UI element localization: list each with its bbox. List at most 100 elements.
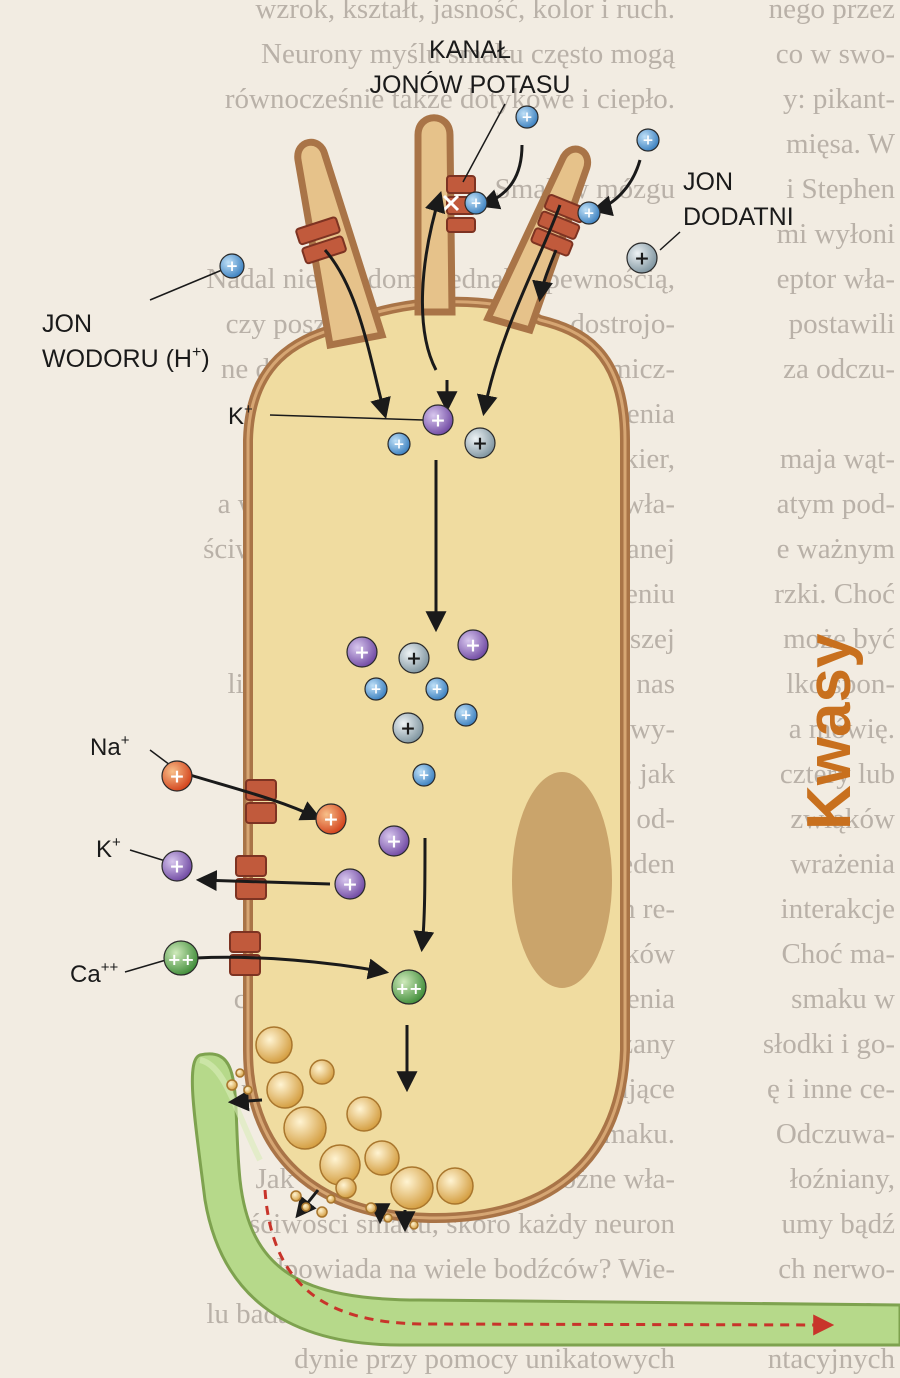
svg-text:+: + bbox=[342, 874, 358, 895]
vesicle bbox=[226, 1079, 238, 1091]
svg-text:+: + bbox=[465, 635, 481, 656]
ion-hydrogen: + bbox=[454, 703, 478, 727]
background-text-line: Neurony myślu smaku często mogą bbox=[261, 38, 676, 70]
arrow-calcium-in bbox=[195, 955, 390, 980]
label-pointers bbox=[124, 103, 681, 973]
ion-potassium: + bbox=[334, 868, 366, 900]
svg-text:+: + bbox=[583, 206, 595, 222]
background-text-line: zwiąków bbox=[790, 803, 895, 835]
background-text-line: Odczuwa- bbox=[776, 1118, 895, 1150]
background-text-line: równocześnie także dotykowe i ciepło. bbox=[225, 83, 675, 115]
label-hydrogen-line1: JON bbox=[42, 310, 92, 338]
background-text-line: wzrok, kształt, jasność, kolor i ruch. bbox=[255, 0, 675, 25]
svg-text:+: + bbox=[521, 110, 533, 126]
potassium-channel-top bbox=[446, 175, 476, 233]
vesicle bbox=[255, 1026, 293, 1064]
vesicle bbox=[383, 1213, 393, 1223]
ion-calcium: ++ bbox=[391, 969, 427, 1005]
channel-microvillus-right bbox=[530, 194, 587, 257]
vesicle bbox=[319, 1144, 361, 1186]
background-text-line: e ważnym bbox=[777, 533, 896, 565]
vesicle bbox=[335, 1177, 357, 1199]
svg-text:+: + bbox=[169, 856, 185, 877]
ion-hydrogen: + bbox=[464, 191, 488, 215]
ion-positive: + bbox=[392, 712, 424, 744]
background-text-line: ę i inne ce- bbox=[767, 1073, 895, 1105]
ion-potassium: + bbox=[457, 629, 489, 661]
nucleus bbox=[512, 772, 612, 988]
background-text-line: za odczu- bbox=[783, 353, 895, 385]
background-text-line: mięsa. W bbox=[786, 128, 896, 160]
svg-text:+: + bbox=[370, 682, 382, 698]
label-positive-line2: DODATNI bbox=[683, 203, 794, 231]
vesicle bbox=[309, 1059, 335, 1085]
background-text-line: dynie przy pomocy unikatowych bbox=[294, 1343, 675, 1375]
background-text-line: odpowiada na wiele bodźców? Wie- bbox=[255, 1253, 675, 1285]
vesicle bbox=[364, 1140, 400, 1176]
label-potassium-side: K+ bbox=[96, 834, 121, 863]
background-text-line: mi wyłoni bbox=[777, 218, 895, 250]
signal-path-arrow bbox=[263, 1189, 835, 1336]
calcium-channel bbox=[229, 931, 261, 976]
background-text-line: może być bbox=[783, 623, 895, 655]
svg-text:+: + bbox=[634, 248, 650, 269]
svg-text:+: + bbox=[406, 648, 422, 669]
svg-text:+: + bbox=[431, 682, 443, 698]
ion-hydrogen: + bbox=[425, 677, 449, 701]
vesicle bbox=[326, 1194, 336, 1204]
vesicle bbox=[346, 1096, 382, 1132]
arrow-release-2 bbox=[295, 1189, 320, 1219]
vesicle bbox=[390, 1166, 434, 1210]
svg-text:+: + bbox=[323, 809, 339, 830]
svg-text:+: + bbox=[169, 766, 185, 787]
background-text-line: cztery lub bbox=[780, 758, 895, 790]
background-text-line: atym pod- bbox=[777, 488, 895, 520]
vesicle bbox=[266, 1071, 304, 1109]
svg-text:+: + bbox=[460, 708, 472, 724]
background-text-line: umy bądź bbox=[781, 1208, 895, 1240]
background-text-line: smaku w bbox=[791, 983, 895, 1015]
arrow-positive-ion-entry bbox=[476, 204, 562, 417]
synaptic-vesicles bbox=[226, 1026, 474, 1230]
ion-potassium: + bbox=[346, 636, 378, 668]
ion-hydrogen: + bbox=[364, 677, 388, 701]
arrow-ion-into-channel bbox=[478, 144, 524, 210]
background-text-line: i Stephen bbox=[786, 173, 895, 205]
background-text-line: interakcje bbox=[781, 893, 895, 925]
ion-hydrogen: + bbox=[636, 128, 660, 152]
label-hydrogen-line2: WODORU (H+) bbox=[42, 344, 210, 373]
arrow-sodium-in bbox=[189, 773, 322, 821]
background-text-line: łoźniany, bbox=[790, 1163, 895, 1195]
background-text-line: y: pikant- bbox=[783, 83, 895, 115]
potassium-channel-side bbox=[235, 855, 267, 900]
background-text-line: maja wąt- bbox=[780, 443, 895, 475]
side-title-kwasy: Kwasy bbox=[795, 633, 864, 830]
svg-text:++: ++ bbox=[167, 950, 194, 969]
ion-calcium: ++ bbox=[163, 940, 199, 976]
svg-text:+: + bbox=[418, 768, 430, 784]
arrow-depolarization-exit bbox=[532, 249, 558, 303]
label-sodium: Na+ bbox=[90, 732, 130, 761]
ion-potassium: + bbox=[161, 850, 193, 882]
svg-text:++: ++ bbox=[395, 979, 422, 998]
label-potassium-top: K+ bbox=[228, 401, 253, 430]
svg-text:+: + bbox=[393, 437, 405, 453]
svg-text:+: + bbox=[400, 718, 416, 739]
background-text-line: ntacyjnych bbox=[768, 1343, 896, 1375]
ion-hydrogen: + bbox=[515, 105, 539, 129]
background-text-line: rzki. Choć bbox=[774, 578, 895, 610]
ion-hydrogen: + bbox=[577, 201, 601, 225]
ion-positive: + bbox=[464, 427, 496, 459]
arrow-cascade-down bbox=[413, 837, 435, 953]
vesicle bbox=[243, 1085, 253, 1095]
arrow-release-1 bbox=[227, 1090, 263, 1112]
ion-sodium: + bbox=[315, 803, 347, 835]
background-text-line: lko spon- bbox=[786, 668, 895, 700]
background-text-line: postawili bbox=[789, 308, 895, 340]
svg-text:+: + bbox=[226, 257, 239, 275]
ion-hydrogen: + bbox=[219, 253, 245, 279]
ion-hydrogen: + bbox=[412, 763, 436, 787]
svg-text:+: + bbox=[472, 433, 488, 454]
